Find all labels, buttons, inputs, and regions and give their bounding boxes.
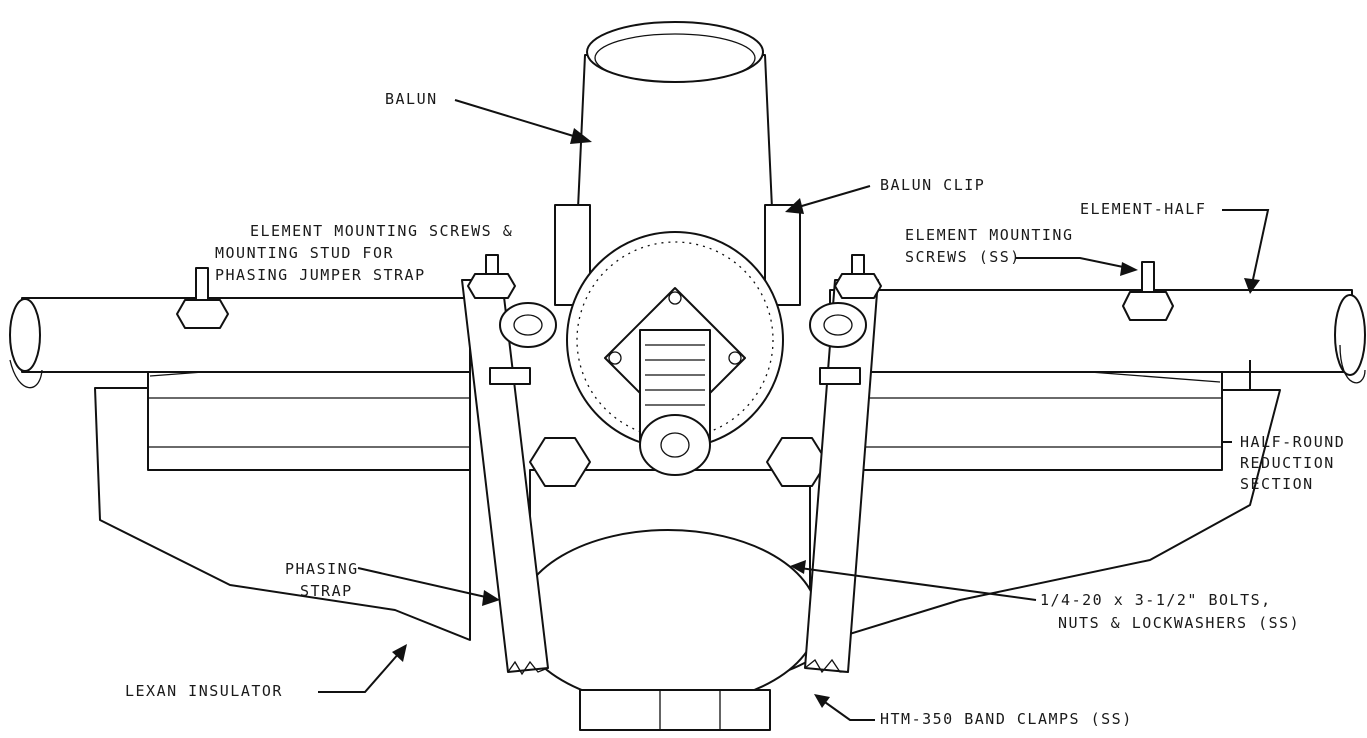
jumper-lug-left <box>499 302 557 348</box>
label-phasing-strap-2: STRAP <box>300 582 353 600</box>
leader-band-clamps <box>814 694 875 721</box>
mounting-stud-right-inner <box>834 254 882 299</box>
label-half-round-2: REDUCTION <box>1240 454 1335 472</box>
balun-clip-right <box>764 204 801 306</box>
label-element-half: ELEMENT-HALF <box>1080 200 1206 218</box>
label-half-round-1: HALF-ROUND <box>1240 433 1345 451</box>
label-lexan-insulator: LEXAN INSULATOR <box>125 682 283 700</box>
label-mounting-screws-left-1: ELEMENT MOUNTING SCREWS & <box>250 222 513 240</box>
element-half-right <box>829 289 1353 373</box>
mounting-stud-right-outer <box>1122 261 1174 321</box>
element-half-left <box>21 297 471 373</box>
leader-bolts <box>790 560 1037 601</box>
jumper-lug-right <box>809 302 867 348</box>
leader-element-half <box>1222 209 1270 294</box>
lower-hex-nut-left <box>529 437 591 487</box>
label-mounting-screws-right-1: ELEMENT MOUNTING <box>905 226 1074 244</box>
leader-half-round <box>1221 360 1251 443</box>
label-bolts-2: NUTS & LOCKWASHERS (SS) <box>1058 614 1300 632</box>
label-half-round-3: SECTION <box>1240 475 1314 493</box>
mounting-stud-left-outer <box>176 267 229 329</box>
label-band-clamps: HTM-350 BAND CLAMPS (SS) <box>880 710 1133 728</box>
lower-hex-nut-right <box>766 437 828 487</box>
band-clamp-hardware <box>579 689 771 731</box>
label-phasing-strap-1: PHASING <box>285 560 359 578</box>
mounting-stud-left-inner <box>467 254 516 299</box>
leader-lexan <box>318 644 407 693</box>
label-balun: BALUN <box>385 90 438 108</box>
leader-mounting-screws-right <box>1016 257 1138 276</box>
leader-phasing-strap <box>357 567 500 606</box>
label-mounting-screws-left-2: MOUNTING STUD FOR <box>215 244 394 262</box>
boom-block-left <box>147 371 471 471</box>
label-balun-clip: BALUN CLIP <box>880 176 985 194</box>
leader-balun-clip <box>785 185 871 214</box>
leader-balun <box>454 99 592 144</box>
label-mounting-screws-right-2: SCREWS (SS) <box>905 248 1021 266</box>
boom-block-right <box>829 371 1223 471</box>
label-mounting-screws-left-3: PHASING JUMPER STRAP <box>215 266 426 284</box>
label-bolts-1: 1/4-20 x 3-1/2" BOLTS, <box>1040 591 1272 609</box>
